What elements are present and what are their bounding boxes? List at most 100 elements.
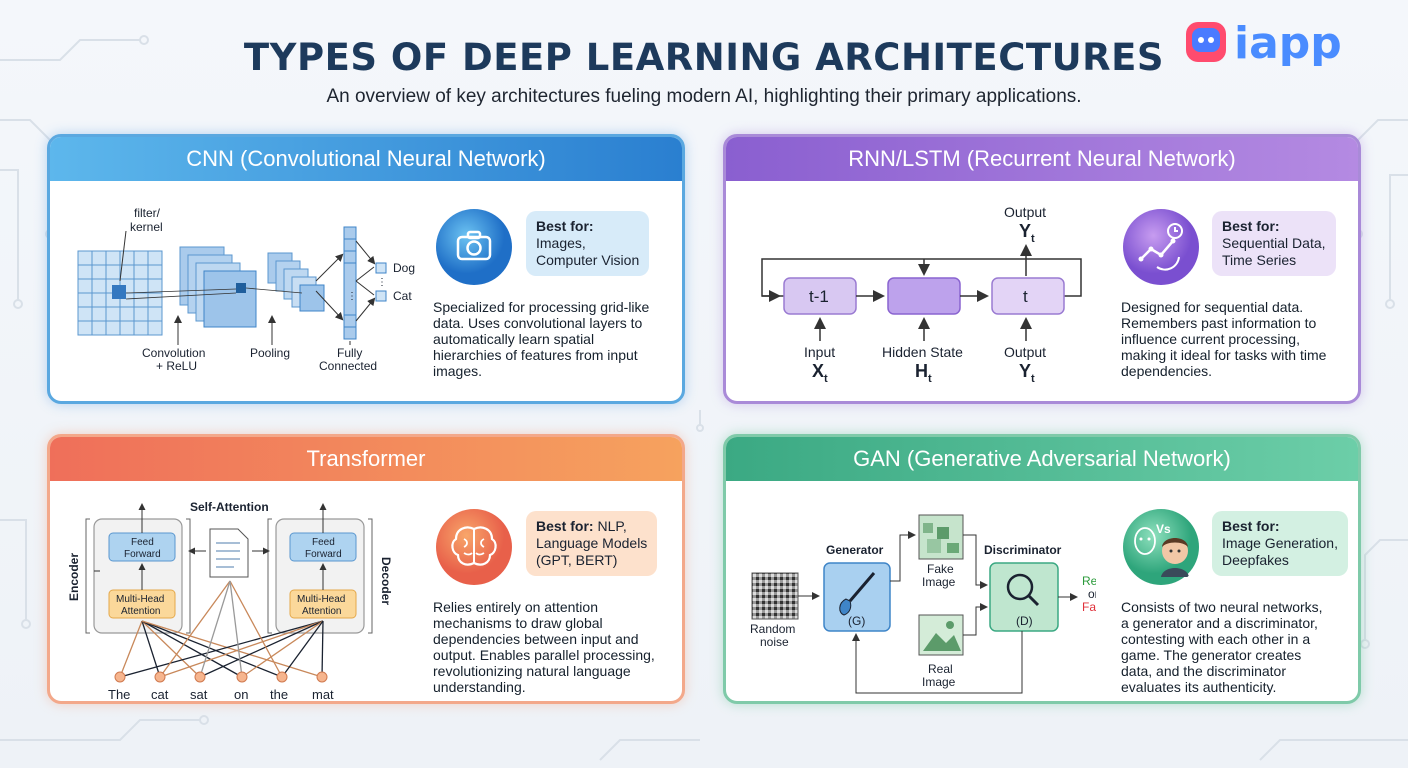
relu-label: + ReLU [156,359,197,373]
cnn-best-for: Best for: Images, Computer Vision [526,211,650,276]
conv-layers [179,246,257,328]
fake-label: Fake [927,562,954,576]
transformer-card-header: Transformer [50,437,682,481]
svg-text:Multi-Head: Multi-Head [297,594,345,605]
page-subtitle: An overview of key architectures fueling… [326,86,1082,107]
random-noise-box [751,572,799,620]
output-fake: Fake [1082,600,1096,614]
hidden-state-label: Hidden State [882,344,963,360]
gan-card: GAN (Generative Adversarial Network) Ran… [723,434,1361,704]
y-top-var: Y [1019,221,1031,241]
svg-text:Attention: Attention [302,606,341,617]
token-the: The [108,687,130,701]
output-dog-label: Dog [393,261,415,275]
random-label: Random [750,622,795,636]
rnn-best-for: Best for: Sequential Data, Time Series [1212,211,1336,276]
forward-label: Forward [124,549,161,560]
decoder-label: Decoder [379,557,393,605]
transformer-best-for: Best for: NLP, Language Models (GPT, BER… [526,511,658,576]
brain-icon [436,509,512,585]
fake-image-label: Image [922,575,956,589]
rnn-card-header: RNN/LSTM (Recurrent Neural Network) [726,137,1358,181]
token-on: on [234,687,248,701]
chart-clock-icon [1123,209,1199,285]
vs-label: Vs [1156,522,1171,536]
transformer-diagram: Encoder Feed Forward Multi-Head Attentio… [67,500,393,701]
svg-text:⋮: ⋮ [347,291,357,302]
best-for-line: (GPT, BERT) [536,552,618,568]
gan-diagram: Random noise Generator (G) Fake Image Re… [750,514,1096,694]
cnn-diagram: filter/ kernel [77,206,415,373]
best-for-label: Best for: [1222,218,1280,234]
best-for-line: Deepfakes [1222,552,1289,568]
svg-text:t: t [928,373,932,385]
gen-code: (G) [848,614,865,628]
svg-text:Feed: Feed [312,537,335,548]
encoder-label: Encoder [67,553,81,601]
output-cat-label: Cat [393,289,412,303]
cnn-card-header: CNN (Convolutional Neural Network) [50,137,682,181]
svg-text:⋮: ⋮ [377,277,387,288]
iapp-logo: iapp [1186,18,1342,66]
best-for-label: Best for: [536,518,594,534]
svg-text:t: t [1031,233,1035,245]
rnn-cell-hidden [887,277,961,315]
best-for-line: Language Models [536,535,648,551]
conv-label: Convolution [142,346,205,360]
token-sat: sat [190,687,208,701]
real-image-label: Image [922,675,956,689]
gan-description: Consists of two neural networks,a genera… [1121,599,1323,695]
gan-best-for: Best for: Image Generation, Deepfakes [1212,511,1348,576]
best-for-line: Image Generation, [1222,535,1338,551]
connected-label: Connected [319,359,377,373]
attention-label: Attention [121,606,160,617]
page-title: TYPES OF DEEP LEARNING ARCHITECTURES [243,36,1165,79]
rnn-cell-current [991,277,1065,315]
output-top-label: Output [1004,204,1046,220]
kernel-label: kernel [130,220,163,234]
noise-label: noise [760,635,789,649]
token-mat: mat [312,687,334,701]
filter-label: filter/ [134,206,161,220]
rnn-description: Designed for sequential data.Remembers p… [1121,299,1327,379]
input-label: Input [804,344,835,360]
discriminator-label: Discriminator [984,543,1062,557]
best-for-label: Best for: [1222,518,1280,534]
logo-text: iapp [1234,18,1342,66]
svg-text:t: t [1031,373,1035,385]
gan-card-header: GAN (Generative Adversarial Network) [726,437,1358,481]
disc-code: (D) [1016,614,1033,628]
output-or: or [1088,587,1096,601]
self-attention-label: Self-Attention [190,500,269,514]
token-the-2: the [270,687,288,701]
best-for-line: Sequential Data, [1222,235,1326,251]
real-label: Real [928,662,953,676]
rnn-card: RNN/LSTM (Recurrent Neural Network) Outp… [723,134,1361,404]
svg-text:Forward: Forward [305,549,342,560]
output-real: Real [1082,574,1096,588]
generator-box [823,562,891,632]
y-var: Y [1019,361,1031,381]
transformer-card: Transformer Encoder Feed Forward Multi-H… [47,434,685,704]
cell-cur-label: t [1023,287,1028,306]
cnn-card: CNN (Convolutional Neural Network) filte… [47,134,685,404]
svg-text:t: t [824,373,828,385]
camera-icon [436,209,512,285]
best-for-line: NLP, [597,518,627,534]
output-bottom-label: Output [1004,344,1046,360]
best-for-line: Images, [536,235,586,251]
token-cat: cat [151,687,169,701]
best-for-line: Time Series [1222,252,1297,268]
pooling-layers [267,252,325,312]
pooling-label: Pooling [250,346,290,360]
mha-label: Multi-Head [116,594,164,605]
fully-label: Fully [337,346,362,360]
h-var: H [915,361,928,381]
fully-connected-layer: ⋮ [343,226,357,340]
best-for-label: Best for: [536,218,594,234]
best-for-line: Computer Vision [536,252,640,268]
input-grid [77,250,163,336]
